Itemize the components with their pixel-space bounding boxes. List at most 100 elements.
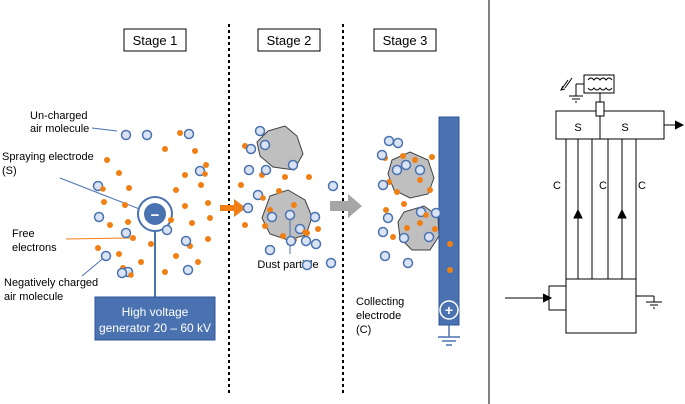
air-molecule: [120, 129, 132, 141]
free-electron: [205, 236, 211, 242]
free-electron: [203, 162, 209, 168]
air-molecules: [92, 125, 442, 279]
inlet-arrow-head: [542, 293, 553, 303]
free-electron: [429, 154, 435, 160]
free-electron: [262, 223, 268, 229]
attached-electron: [100, 186, 106, 192]
uncharged-label-line2: air molecule: [30, 123, 89, 135]
free-electron: [162, 146, 168, 152]
free-electron: [192, 148, 198, 154]
air-molecule: [300, 235, 312, 247]
air-molecule: [377, 179, 389, 191]
free-electron: [291, 202, 297, 208]
free-electron: [417, 220, 423, 226]
air-molecule: [252, 189, 264, 201]
free-electron: [148, 241, 154, 247]
air-molecule: [242, 202, 254, 214]
air-molecule: [400, 159, 412, 171]
air-molecule: [376, 149, 388, 161]
free-electron: [126, 185, 132, 191]
free-electron: [195, 259, 201, 265]
air-molecule: [379, 250, 391, 262]
plus-sign: +: [445, 302, 453, 318]
free-electron: [404, 225, 410, 231]
schematic-collector-label-3: C: [638, 180, 646, 192]
free-electron: [182, 203, 188, 209]
schematic-spray-label-right: S: [621, 122, 628, 134]
air-molecule: [310, 238, 322, 250]
free-electron: [130, 235, 136, 241]
free-electron: [280, 233, 286, 239]
precipitator-schematic: [505, 74, 685, 334]
spraying-label-line2: (S): [2, 165, 17, 177]
free-electron: [412, 157, 418, 163]
free-electron: [401, 201, 407, 207]
free-electron: [432, 226, 438, 232]
outlet-arrow-head: [674, 120, 685, 130]
free-electron: [207, 215, 213, 221]
attached-electron: [202, 171, 208, 177]
collecting-label-line3: (C): [356, 324, 371, 336]
air-molecule: [259, 139, 271, 151]
air-molecule: [284, 209, 296, 221]
collecting-electrode-plate: [438, 116, 460, 326]
attached-electron: [128, 272, 134, 278]
free-electron: [104, 157, 110, 163]
stage-3-title-box: [373, 28, 437, 52]
air-molecule: [414, 164, 426, 176]
air-molecule: [182, 264, 194, 276]
attached-electron: [302, 229, 308, 235]
flow-arrow-orange: [220, 199, 246, 217]
air-molecule: [93, 211, 105, 223]
air-molecule: [423, 231, 435, 243]
free-electron: [107, 222, 113, 228]
air-molecule: [301, 259, 313, 271]
spraying-label-line1: Spraying electrode: [2, 151, 94, 163]
free-electron: [447, 267, 453, 273]
free-electron: [282, 174, 288, 180]
air-molecule: [194, 165, 206, 177]
air-molecule: [287, 159, 299, 171]
free-electron: [162, 269, 168, 275]
air-molecule: [116, 267, 128, 279]
negatively-charged-molecules: [100, 171, 429, 278]
schematic-hopper-box: [565, 278, 637, 334]
flow-arrow-grey: [330, 194, 362, 218]
air-molecule: [254, 125, 266, 137]
free-electron: [394, 189, 400, 195]
free-electron: [205, 200, 211, 206]
electrons-callout-line: [65, 237, 132, 240]
up-arrow-right: [617, 208, 627, 219]
free-electron: [383, 207, 389, 213]
up-arrow-left: [573, 208, 583, 219]
free-electron: [177, 130, 183, 136]
air-molecule: [180, 235, 192, 247]
free-electron: [242, 222, 248, 228]
air-molecule: [325, 257, 337, 269]
air-molecule: [161, 224, 173, 236]
free-electron: [173, 187, 179, 193]
schematic-header-box: [555, 110, 665, 140]
uncharged-callout-line: [91, 127, 118, 132]
minus-sign: −: [151, 207, 160, 224]
free-electron: [122, 202, 128, 208]
schematic-collector-label-1: C: [553, 180, 561, 192]
air-molecule: [100, 250, 112, 262]
free-electrons: [95, 130, 453, 275]
free-electron: [198, 182, 204, 188]
free-electron: [189, 220, 195, 226]
stage-2-title: Stage 2: [267, 33, 312, 48]
attached-electron: [260, 195, 266, 201]
air-molecule: [92, 180, 104, 192]
free-electron: [168, 217, 174, 223]
free-electron: [95, 245, 101, 251]
free-electron: [101, 199, 107, 205]
negative-label-line1: Negatively charged: [4, 277, 98, 289]
air-molecule: [415, 206, 427, 218]
air-molecule: [120, 227, 132, 239]
free-electron: [417, 177, 423, 183]
free-electron: [173, 253, 179, 259]
free-electron: [182, 172, 188, 178]
free-electron: [427, 187, 433, 193]
